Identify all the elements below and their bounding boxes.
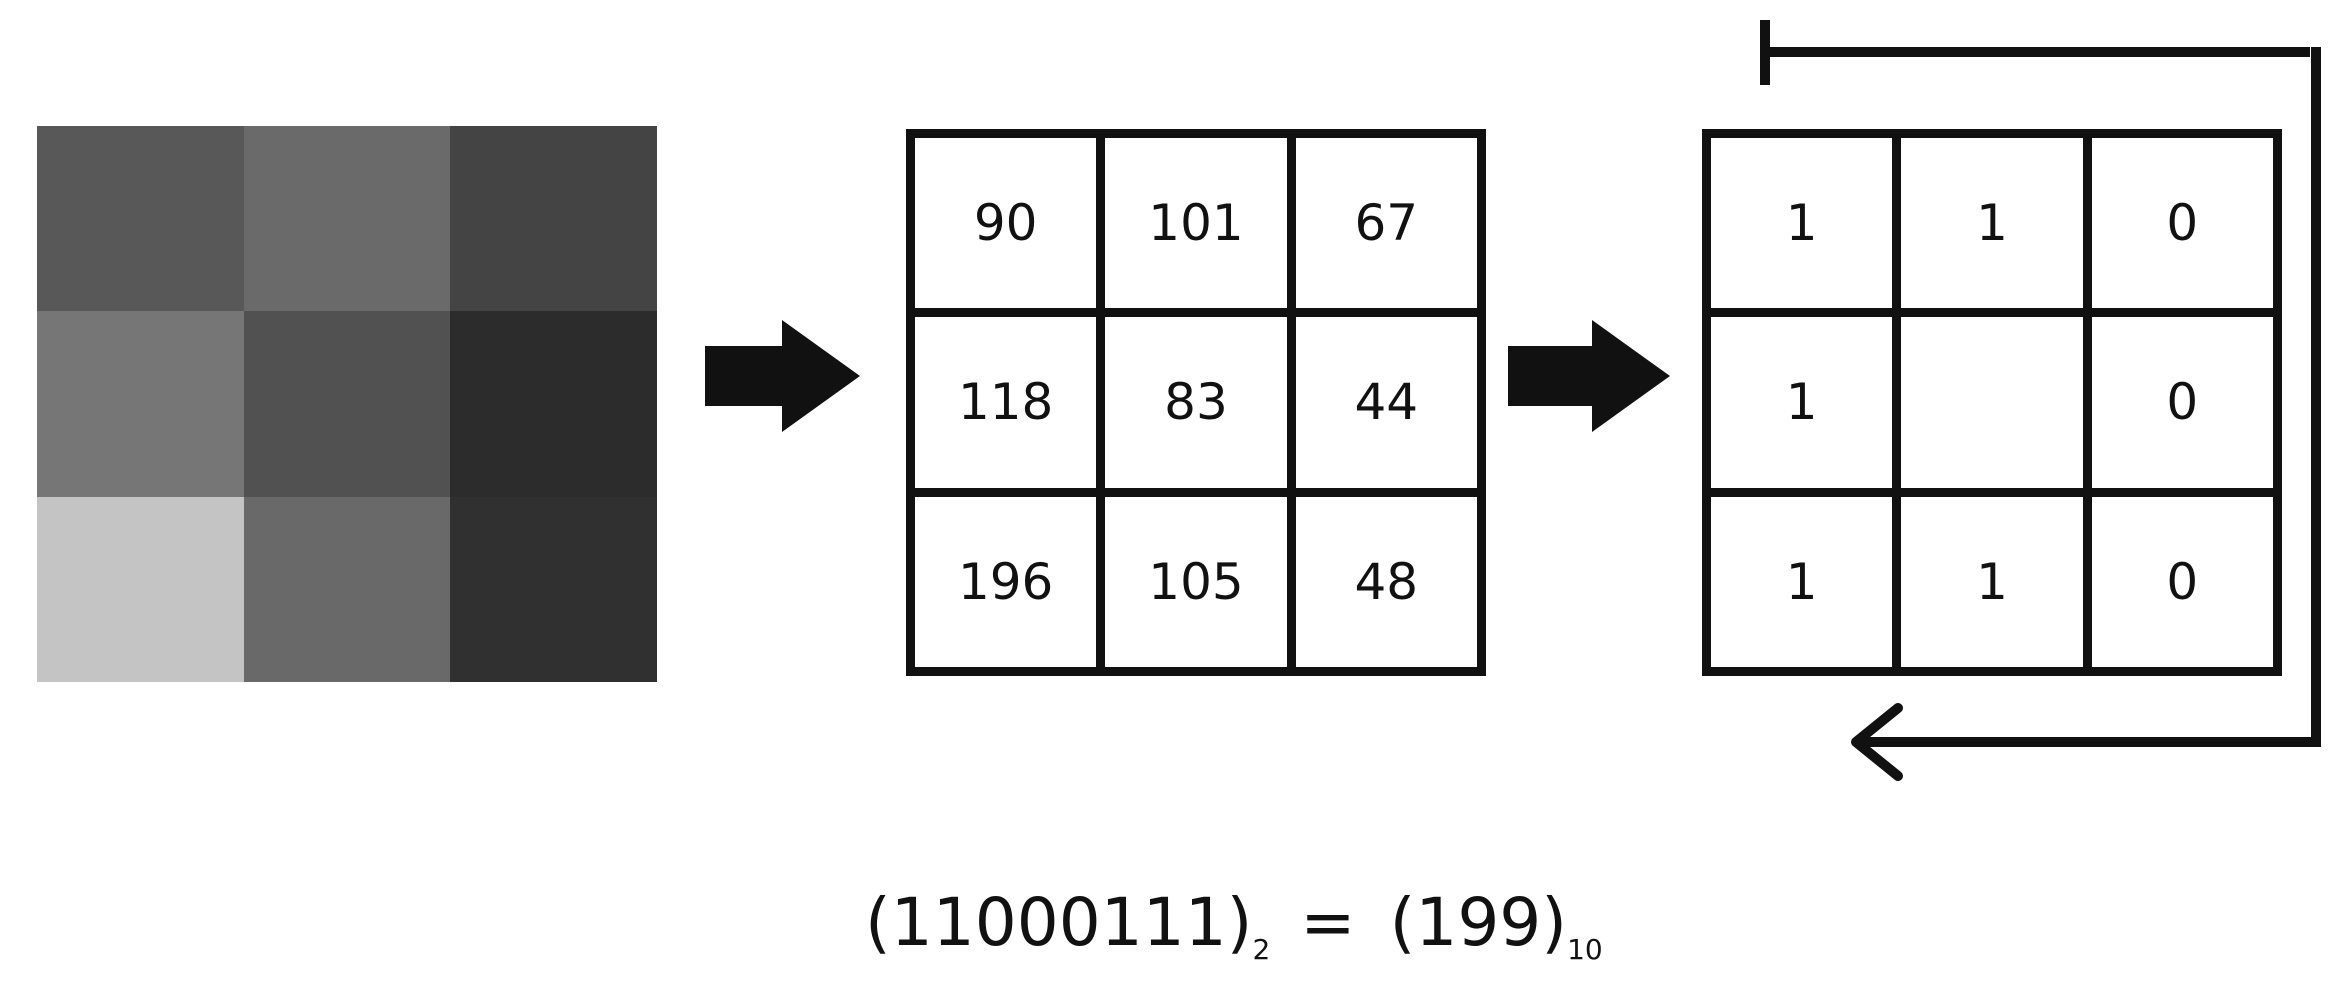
intensity-cell: 67	[1295, 138, 1477, 309]
binary-cell: 0	[2091, 138, 2273, 309]
binary-cell: 0	[2091, 317, 2273, 488]
pixel-2-1	[243, 496, 451, 682]
reading-order-arrow-icon	[1760, 20, 2321, 781]
pixel-1-1	[243, 311, 451, 497]
binary-cell: 1	[1711, 138, 1893, 309]
right-block-arrow-icon	[705, 320, 860, 432]
binary-base: 2	[1252, 933, 1271, 966]
intensity-value-grid: 90 101 67 118 83 44 196 105 48	[906, 129, 1486, 676]
binary-cell-center	[1901, 317, 2083, 488]
intensity-cell: 48	[1295, 496, 1477, 667]
binary-cell: 1	[1901, 138, 2083, 309]
pixel-2-0	[37, 496, 244, 682]
pixel-0-2	[450, 126, 657, 312]
binary-value: (11000111)	[865, 884, 1253, 961]
intensity-cell-center: 83	[1105, 317, 1287, 488]
decimal-value: (199)	[1389, 884, 1568, 961]
binary-to-decimal-formula: (11000111)2 = (199)10	[865, 884, 1603, 966]
binary-cell: 1	[1901, 496, 2083, 667]
binary-cell: 0	[2091, 496, 2273, 667]
decimal-base: 10	[1567, 933, 1603, 966]
pixel-1-2	[450, 311, 657, 497]
intensity-cell: 118	[915, 317, 1097, 488]
right-block-arrow-icon	[1508, 320, 1670, 432]
equals-sign: =	[1300, 884, 1356, 961]
intensity-cell: 44	[1295, 317, 1477, 488]
pixel-0-1	[243, 126, 451, 312]
pixel-2-2	[450, 496, 657, 682]
intensity-cell: 196	[915, 496, 1097, 667]
grayscale-pixel-patch	[37, 126, 657, 682]
pixel-1-0	[37, 311, 244, 497]
binary-cell: 1	[1711, 496, 1893, 667]
pixel-0-0	[37, 126, 244, 312]
intensity-cell: 90	[915, 138, 1097, 309]
binary-pattern-grid: 1 1 0 1 0 1 1 0	[1702, 129, 2282, 676]
intensity-cell: 101	[1105, 138, 1287, 309]
binary-cell: 1	[1711, 317, 1893, 488]
intensity-cell: 105	[1105, 496, 1287, 667]
